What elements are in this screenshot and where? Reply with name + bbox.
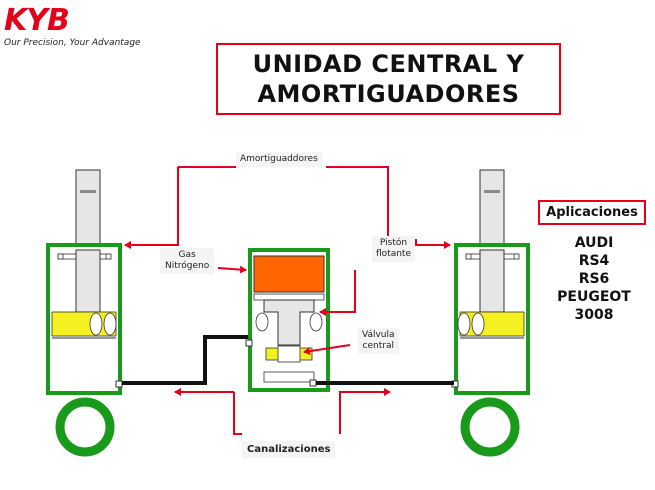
kyb-logo: KYB	[4, 3, 70, 38]
brand-tagline: Our Precision, Your Advantage	[4, 38, 141, 48]
gas-chamber	[253, 255, 325, 293]
label-amortiguadores: Amortiguaddores	[236, 152, 322, 167]
label-valvula-central: Válvula central	[358, 328, 399, 354]
left-damper-rod	[75, 169, 101, 251]
aplicacion-item: PEUGEOT	[557, 289, 631, 305]
label-gas-nitrogeno: Gas Nitrógeno	[160, 248, 215, 274]
title-box: UNIDAD CENTRAL Y AMORTIGUADORES	[216, 43, 561, 115]
label-piston-flotante: Pistón flotante	[372, 236, 415, 262]
right-wheel-mount	[460, 397, 520, 457]
right-damper	[451, 169, 530, 457]
left-damper	[46, 169, 123, 457]
aplicaciones-heading: Aplicaciones	[538, 200, 646, 225]
hydraulic-pipes	[122, 335, 454, 385]
right-damper-piston	[459, 311, 525, 337]
aplicacion-item: RS4	[578, 253, 610, 269]
label-canalizaciones: Canalizaciones	[242, 441, 336, 458]
aplicacion-item: AUDI	[574, 235, 614, 251]
aplicacion-item: 3008	[574, 307, 614, 323]
title-line-2: AMORTIGUADORES	[257, 80, 520, 108]
floating-piston	[263, 299, 315, 346]
central-unit	[245, 248, 330, 392]
aplicaciones-list: AUDI RS4 RS6 PEUGEOT 3008	[540, 234, 648, 324]
right-damper-rod	[479, 169, 505, 251]
left-wheel-mount	[55, 397, 115, 457]
title-line-1: UNIDAD CENTRAL Y	[252, 50, 525, 78]
aplicacion-item: RS6	[578, 271, 610, 287]
